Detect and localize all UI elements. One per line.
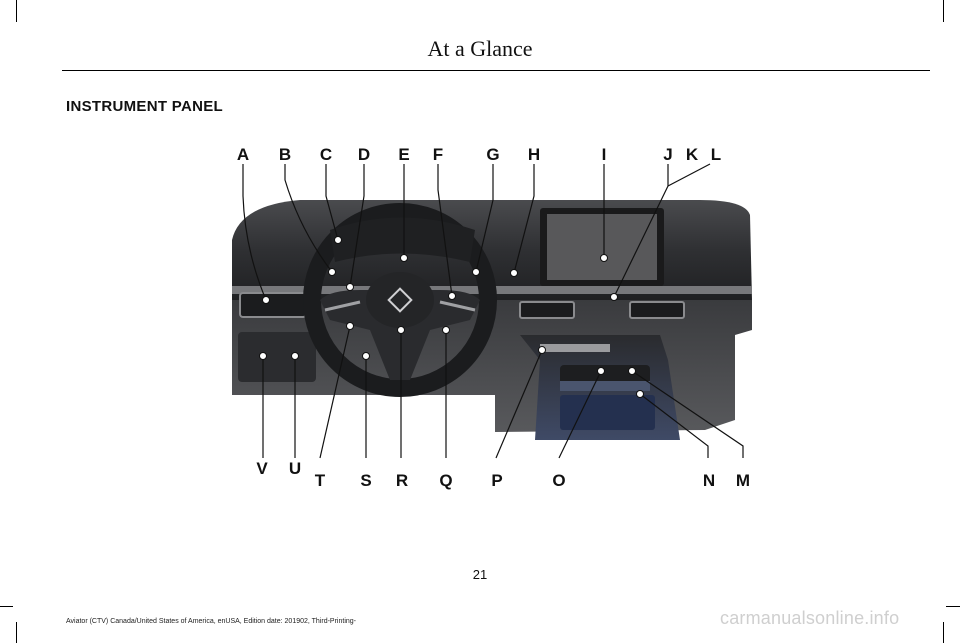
- instrument-cluster: [330, 217, 475, 262]
- console-lower: [560, 395, 655, 430]
- watermark: carmanualsonline.info: [720, 608, 900, 628]
- crop-mark-top-left-v: [16, 0, 17, 22]
- callout-label: S: [360, 471, 371, 490]
- header-rule: [62, 70, 930, 71]
- callout-label: U: [289, 459, 301, 478]
- callout-label: V: [256, 459, 268, 478]
- lincoln-logo: [387, 287, 413, 313]
- callout-label: G: [486, 145, 499, 164]
- climate-button-row: [540, 344, 610, 352]
- callout-label: C: [320, 145, 332, 164]
- edition-footer: Aviator (CTV) Canada/United States of Am…: [66, 618, 357, 625]
- left-vent: [239, 292, 307, 318]
- callout-label: I: [602, 145, 607, 164]
- callout-lines: [242, 163, 744, 459]
- callout-label: Q: [439, 471, 452, 490]
- callout-label: E: [398, 145, 409, 164]
- console-buttons: [560, 381, 650, 391]
- steering-wheel-spokes: [320, 290, 480, 380]
- page-number: 21: [472, 567, 488, 582]
- callout-label: P: [491, 471, 502, 490]
- center-vent-left: [519, 301, 575, 319]
- callout-label: R: [396, 471, 408, 490]
- callout-label: F: [433, 145, 443, 164]
- callout-label: D: [358, 145, 370, 164]
- steering-wheel-rim: [303, 203, 497, 397]
- section-title: INSTRUMENT PANEL: [66, 98, 224, 115]
- center-vent-right: [629, 301, 685, 319]
- left-knee-panel: [238, 332, 316, 382]
- callout-label: A: [237, 145, 249, 164]
- callout-label: N: [703, 471, 715, 490]
- callout-label: B: [279, 145, 291, 164]
- callout-label: K: [686, 145, 699, 164]
- callout-label: T: [315, 471, 326, 490]
- crop-mark-bottom-left-h: [0, 606, 13, 607]
- callout-label: H: [528, 145, 540, 164]
- crop-mark-bottom-right-v: [943, 622, 944, 643]
- callout-label: L: [711, 145, 721, 164]
- callout-label: M: [736, 471, 750, 490]
- touchscreen-display: [547, 214, 657, 280]
- steering-hub: [366, 272, 434, 328]
- page-header-title: At a Glance: [427, 36, 533, 61]
- callout-label: O: [552, 471, 565, 490]
- crop-mark-top-right-v: [943, 0, 944, 22]
- crop-mark-bottom-left-v: [16, 622, 17, 643]
- crop-mark-bottom-right-h: [946, 606, 960, 607]
- callout-points: [259, 236, 644, 398]
- steering-wheel-trim: [324, 300, 476, 312]
- callout-label: J: [663, 145, 672, 164]
